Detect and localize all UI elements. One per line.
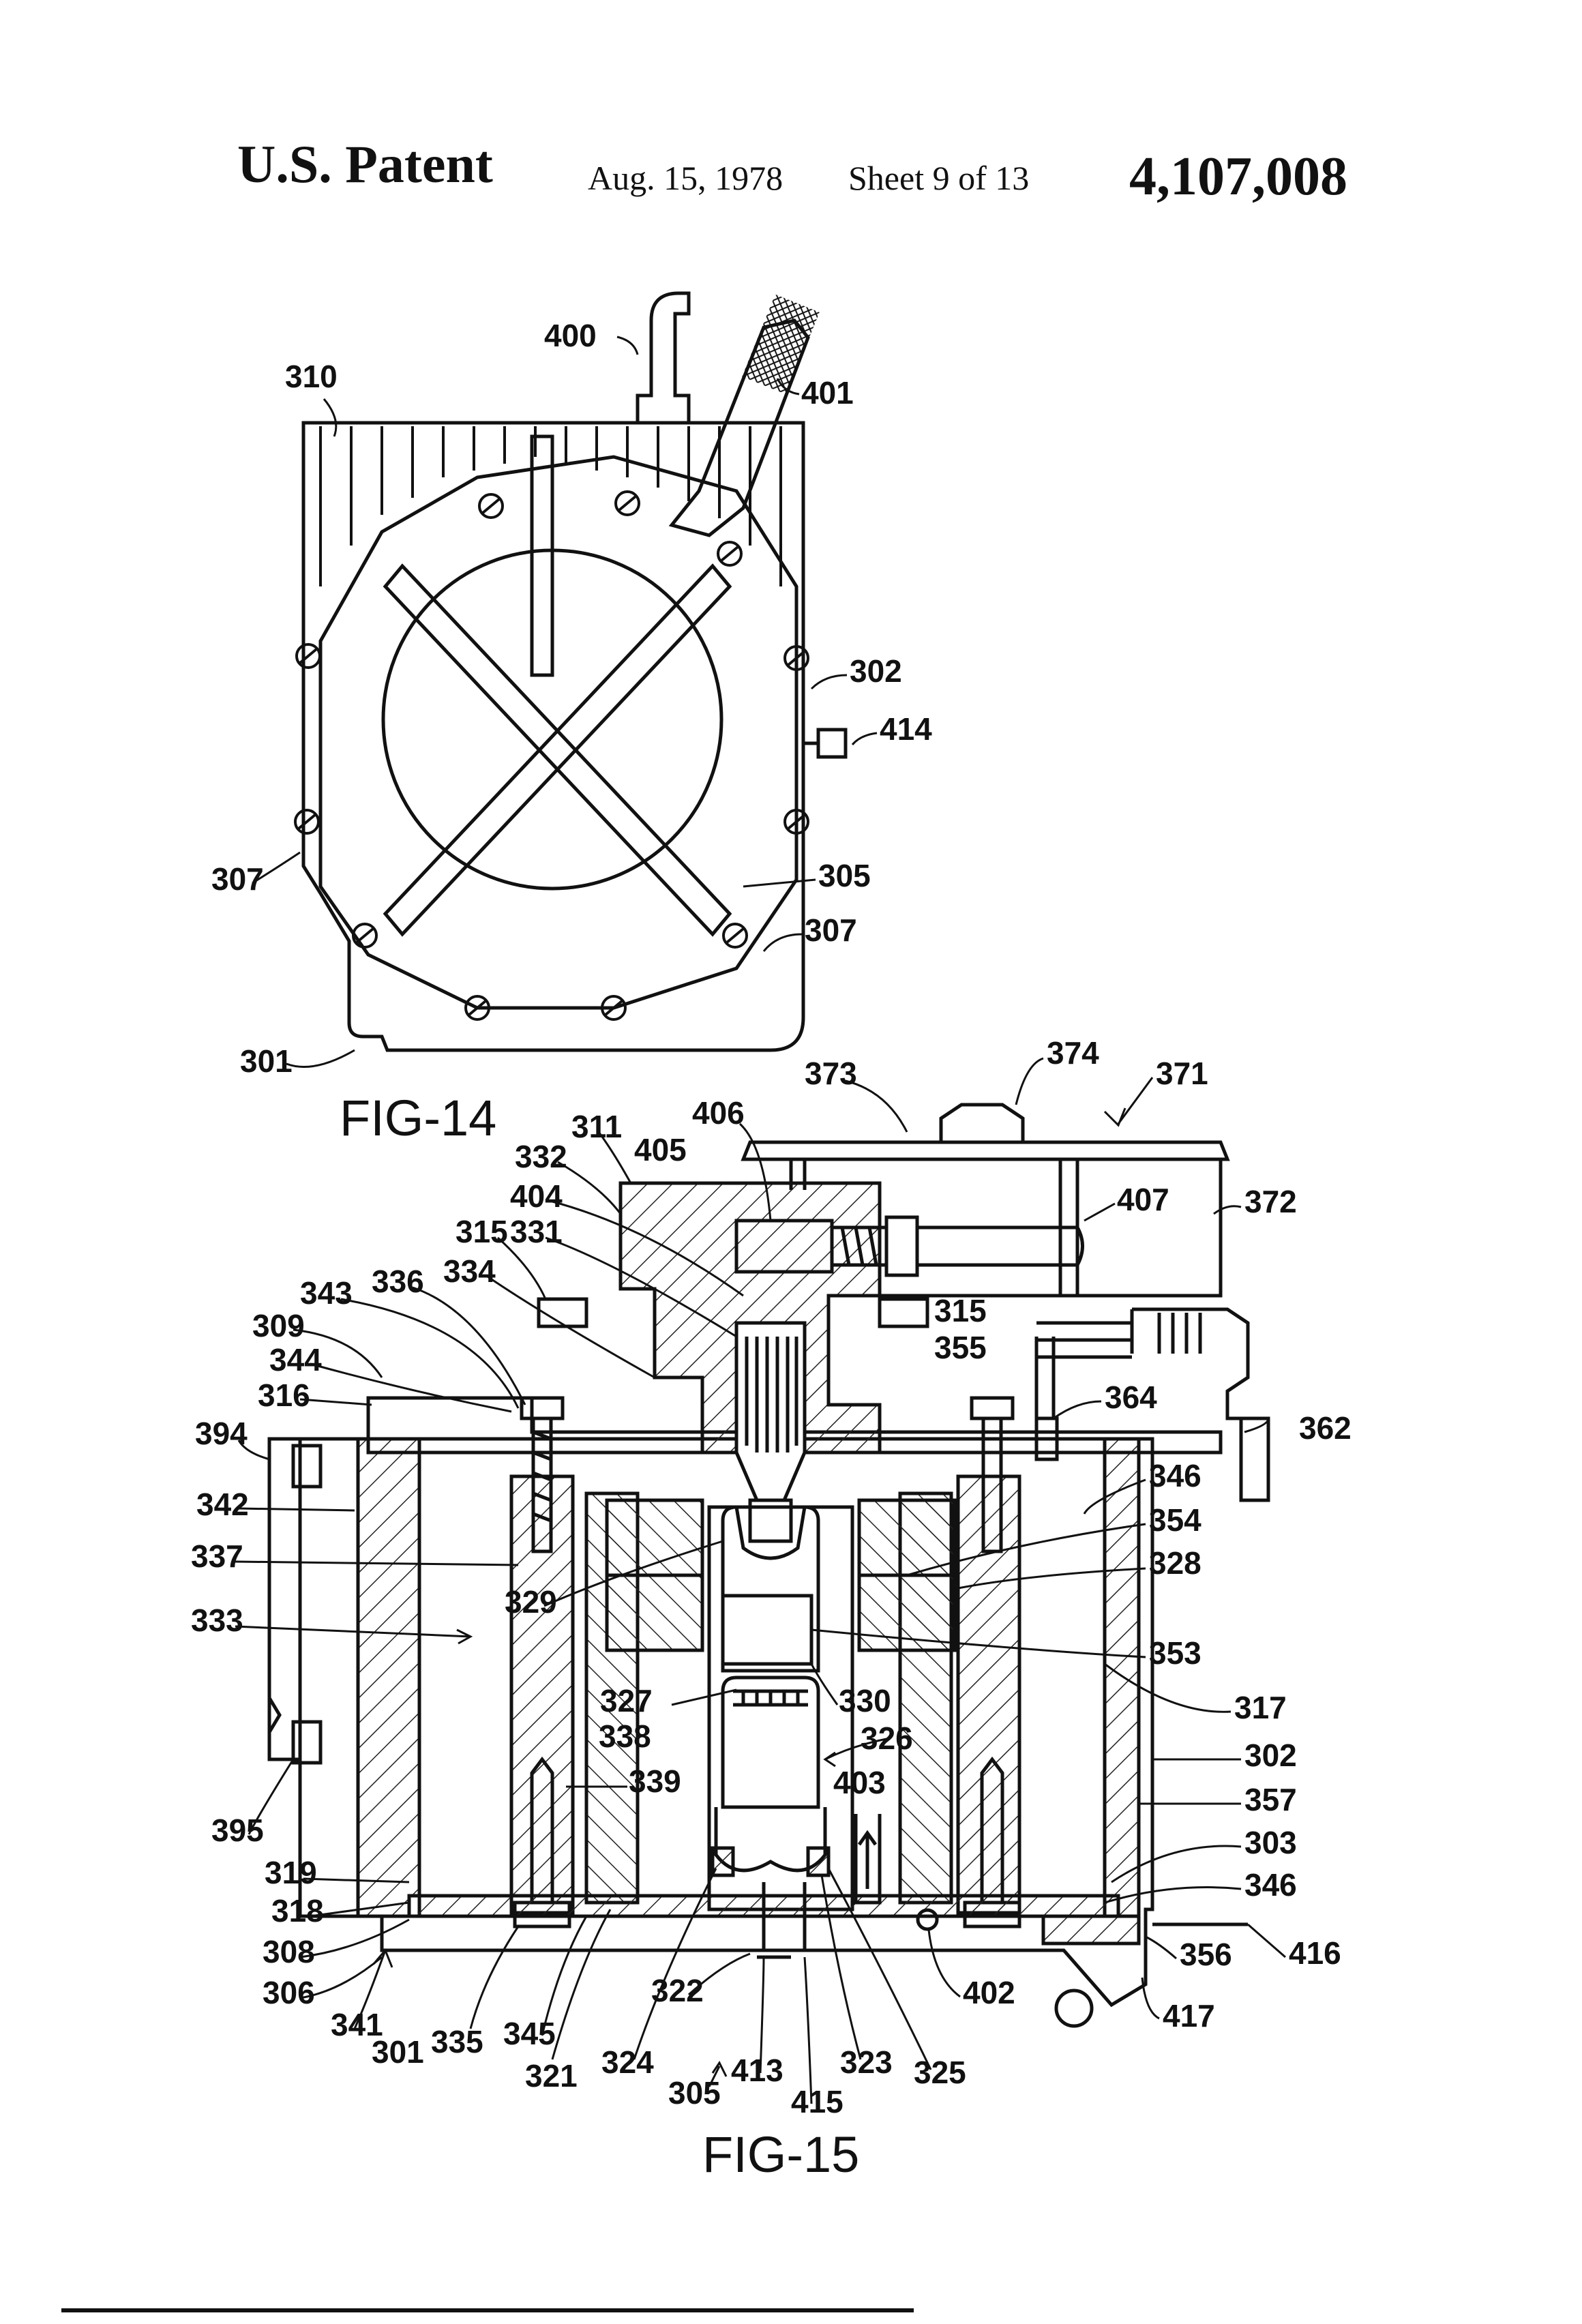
label-356: 356 (1180, 1937, 1232, 1972)
label-403: 403 (833, 1765, 886, 1800)
label-342: 342 (196, 1487, 249, 1522)
label-333: 333 (191, 1603, 243, 1638)
label-345: 345 (503, 2016, 556, 2051)
label-364: 364 (1105, 1380, 1157, 1415)
fig15-bolt-395 (293, 1722, 320, 1763)
label-357: 357 (1244, 1782, 1297, 1817)
label-332: 332 (515, 1139, 567, 1174)
label-404: 404 (510, 1178, 563, 1214)
fig15-bolt-336 (522, 1398, 563, 1418)
label-406: 406 (692, 1095, 745, 1131)
fig15-magnet-right-upper (859, 1500, 955, 1575)
label-346-top: 346 (1149, 1458, 1202, 1493)
fig15-clamp-315-left (539, 1299, 586, 1326)
fig15-inner-sleeve-right (958, 1476, 1019, 1913)
fig14-fitting-400 (638, 293, 689, 423)
fig15-casing (300, 1439, 1152, 2005)
label-337: 337 (191, 1538, 243, 1574)
fig15-tank-lid-373 (743, 1142, 1227, 1159)
fig14-fitting-414 (803, 730, 846, 757)
label-413: 413 (731, 2053, 783, 2088)
fig14-x-brace (385, 436, 730, 934)
label-394: 394 (195, 1416, 248, 1451)
fig15-clamp-315-right (880, 1299, 927, 1326)
fig15-piston-bellows (723, 1507, 818, 1671)
label-405: 405 (634, 1132, 687, 1167)
label-338: 338 (599, 1718, 651, 1754)
label-315-left: 315 (456, 1214, 508, 1249)
fig15-mount-hole (1056, 1991, 1092, 2026)
label-301: 301 (240, 1043, 293, 1079)
label-353: 353 (1149, 1635, 1202, 1671)
label-402: 402 (963, 1975, 1015, 2010)
fig15-inner-sleeve-left (511, 1476, 573, 1913)
label-343: 343 (300, 1275, 353, 1311)
label-329: 329 (505, 1584, 557, 1620)
label-318: 318 (271, 1893, 324, 1928)
label-309: 309 (252, 1308, 305, 1343)
label-416: 416 (1289, 1935, 1341, 1971)
label-315-right: 315 (934, 1293, 987, 1328)
label-328: 328 (1149, 1545, 1202, 1581)
label-372: 372 (1244, 1184, 1297, 1219)
label-319: 319 (265, 1855, 317, 1890)
fig15-pipe-407 (917, 1227, 1083, 1265)
figure-15 (269, 1105, 1268, 2026)
label-325: 325 (914, 2055, 966, 2090)
label-374: 374 (1047, 1035, 1099, 1071)
fig15-bolt-394 (293, 1446, 320, 1487)
label-306: 306 (263, 1975, 315, 2010)
label-324: 324 (601, 2044, 654, 2080)
label-354: 354 (1149, 1502, 1202, 1538)
label-323: 323 (840, 2044, 893, 2080)
label-303: 303 (1244, 1825, 1297, 1860)
label-311: 311 (571, 1109, 622, 1144)
label-417: 417 (1163, 1998, 1215, 2034)
label-326: 326 (861, 1720, 913, 1756)
label-336: 336 (372, 1264, 424, 1299)
label-316: 316 (258, 1377, 310, 1413)
label-301: 301 (372, 2034, 424, 2070)
label-310: 310 (285, 359, 338, 394)
label-331: 331 (510, 1214, 563, 1249)
caption-fig14: FIG-14 (340, 1090, 496, 1146)
label-302: 302 (850, 653, 902, 689)
label-317: 317 (1234, 1690, 1287, 1725)
label-371: 371 (1156, 1056, 1208, 1091)
label-335: 335 (431, 2024, 483, 2059)
label-407: 407 (1117, 1182, 1169, 1217)
label-344: 344 (269, 1342, 322, 1377)
figure-14 (295, 293, 846, 1050)
fig15-outer-wall-left (358, 1439, 419, 1916)
label-308: 308 (263, 1934, 315, 1969)
label-307-right: 307 (805, 912, 857, 948)
label-400: 400 (544, 318, 597, 353)
fig15-outer-wall-right (1105, 1439, 1139, 1916)
fig15-cap-374 (941, 1105, 1023, 1142)
label-373: 373 (805, 1056, 857, 1091)
label-321: 321 (525, 2058, 578, 2094)
label-346-bottom: 346 (1244, 1867, 1297, 1903)
label-362: 362 (1299, 1410, 1352, 1446)
fig15-piston-330 (723, 1596, 811, 1664)
label-327: 327 (600, 1683, 653, 1718)
fig15-base-block (1043, 1916, 1139, 1943)
label-401: 401 (801, 375, 854, 411)
label-307-left: 307 (211, 861, 264, 897)
fig15-bolt-right-top (972, 1398, 1013, 1418)
label-302: 302 (1244, 1738, 1297, 1773)
caption-fig15: FIG-15 (702, 2126, 859, 2183)
label-339: 339 (629, 1763, 681, 1799)
label-305: 305 (818, 858, 871, 893)
fig15-connector-364 (1036, 1323, 1132, 1357)
fig15-magnet-left-lower (607, 1575, 702, 1650)
label-355: 355 (934, 1330, 987, 1365)
label-415: 415 (791, 2084, 844, 2119)
label-395: 395 (211, 1813, 264, 1848)
label-334: 334 (443, 1253, 496, 1289)
label-414: 414 (880, 711, 932, 747)
label-330: 330 (839, 1683, 891, 1718)
